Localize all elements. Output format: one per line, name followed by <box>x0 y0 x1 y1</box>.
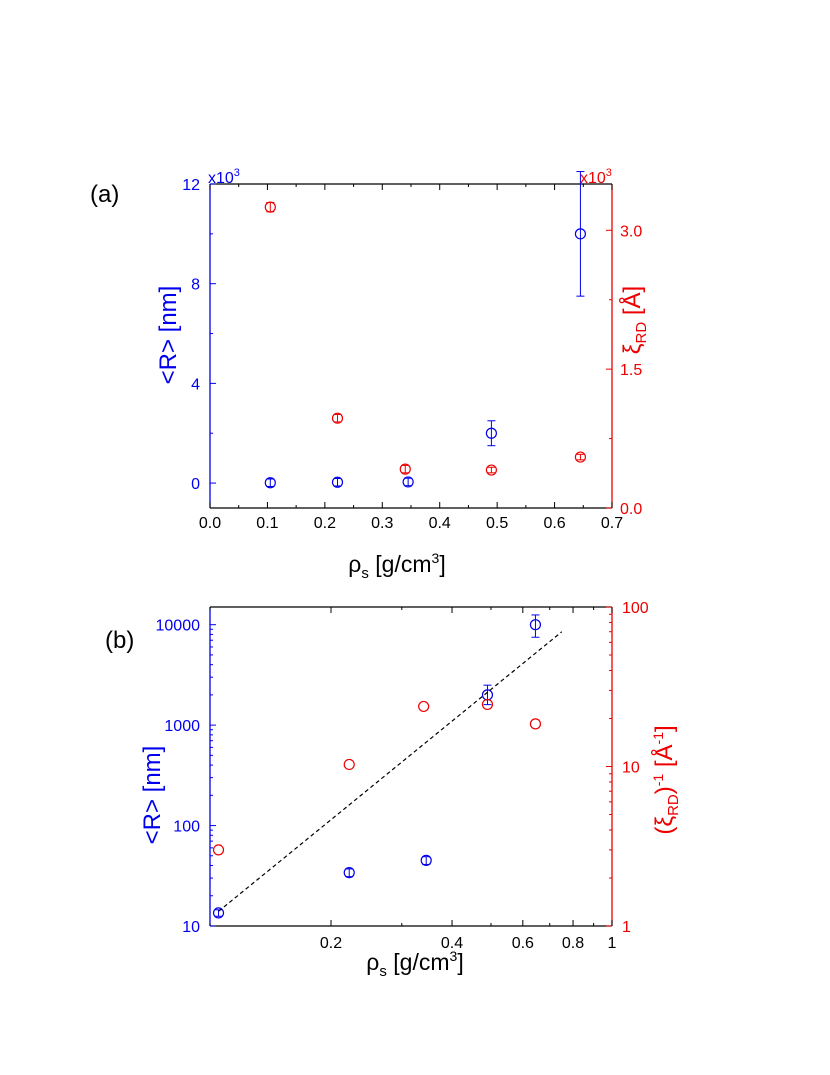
panel-a-label: (a) <box>90 181 119 208</box>
panel-b-x-tick-label: 0.2 <box>320 935 342 952</box>
panel-b-chart: (b) 0.2 0.4 0.6 0.8 1 10 100 1000 10000 1 10 100 <R… <box>105 600 682 980</box>
panel-b-red-data-point <box>529 718 542 730</box>
panel-b-left-tick-label: 1000 <box>164 718 200 735</box>
panel-a-red-data-point <box>399 463 411 475</box>
panel-b-x-tick-label: 0.8 <box>562 935 584 952</box>
panel-b-right-axis-title: (ξRD)-1 [Å-1] <box>650 725 682 834</box>
panel-b-left-axis-title: <R> [nm] <box>139 746 166 845</box>
panel-a-x-tick-label: 0.5 <box>486 515 508 532</box>
panel-a-x-tick-label: 0.1 <box>256 515 278 532</box>
panel-b-fit-line <box>218 631 563 912</box>
panel-b-blue-data-point <box>529 619 542 631</box>
panel-a-right-tick-label: 3.0 <box>620 223 642 240</box>
panel-a-left-tick-label: 0 <box>191 476 200 493</box>
panel-a-blue-data-point <box>264 477 276 489</box>
panel-b-blue-data-point <box>212 907 225 919</box>
panel-a-left-tick-label: 8 <box>191 277 200 294</box>
panel-a-blue-data-point <box>331 476 344 488</box>
panel-a-x-tick-label: 0.7 <box>601 515 623 532</box>
panel-b-x-axis-title: ρs [g/cm3] <box>366 948 463 980</box>
panel-b-left-tick-label: 100 <box>173 819 200 836</box>
panel-a-red-data-point <box>331 412 344 424</box>
panel-a-blue-data-point <box>485 427 497 439</box>
panel-a-x-tick-label: 0.6 <box>543 515 565 532</box>
panel-b-blue-data-point <box>343 867 355 879</box>
panel-b-left-tick-label: 10 <box>182 919 200 936</box>
panel-a-blue-data-point <box>402 476 414 488</box>
panel-b-left-tick-label: 10000 <box>156 618 201 635</box>
panel-b-red-data-point <box>343 758 355 771</box>
panel-a-right-axis-title: ξRD [Å] <box>618 286 650 354</box>
panel-a-red-data-point <box>485 464 497 476</box>
panel-b-label: (b) <box>105 627 134 654</box>
panel-b-x-tick-label: 0.6 <box>512 935 534 952</box>
panel-a-x-axis-title: ρs [g/cm3] <box>348 550 445 582</box>
panel-a-x-tick-label: 0.4 <box>429 515 451 532</box>
panel-b-x-tick-label: 0.4 <box>441 935 463 952</box>
panel-b-x-tick-label: 1 <box>608 935 617 952</box>
panel-a-right-multiplier: x103 <box>580 167 612 187</box>
panel-a-red-data-point <box>264 201 276 213</box>
panel-a-red-data-point <box>574 451 587 463</box>
panel-a-x-tick-label: 0.2 <box>314 515 336 532</box>
panel-a-chart: (a) 0.0 0.1 0.2 0.3 0.4 0.5 0.6 0.7 0 4 8 12 0.0 1.5 3… <box>90 167 650 582</box>
panel-a-left-tick-label: 4 <box>191 376 200 393</box>
panel-a-right-tick-label: 0.0 <box>620 501 642 518</box>
panel-b-right-tick-label: 100 <box>622 600 649 617</box>
panel-b-right-tick-label: 10 <box>622 760 640 777</box>
panel-a-right-tick-label: 1.5 <box>620 362 642 379</box>
panel-a-x-tick-label: 0.0 <box>199 515 221 532</box>
panel-a-blue-data-point <box>574 228 587 240</box>
panel-b-red-data-point <box>481 698 494 711</box>
panel-b-red-data-point <box>212 844 225 856</box>
panel-a-x-tick-label: 0.3 <box>371 515 393 532</box>
panel-a-left-tick-label: 12 <box>182 177 200 194</box>
panel-b-red-data-point <box>418 700 430 713</box>
panel-a-left-axis-title: <R> [nm] <box>155 286 182 385</box>
panel-b-right-tick-label: 1 <box>622 919 631 936</box>
panel-b-blue-data-point <box>420 854 432 866</box>
panel-a-left-multiplier: x103 <box>208 167 240 187</box>
